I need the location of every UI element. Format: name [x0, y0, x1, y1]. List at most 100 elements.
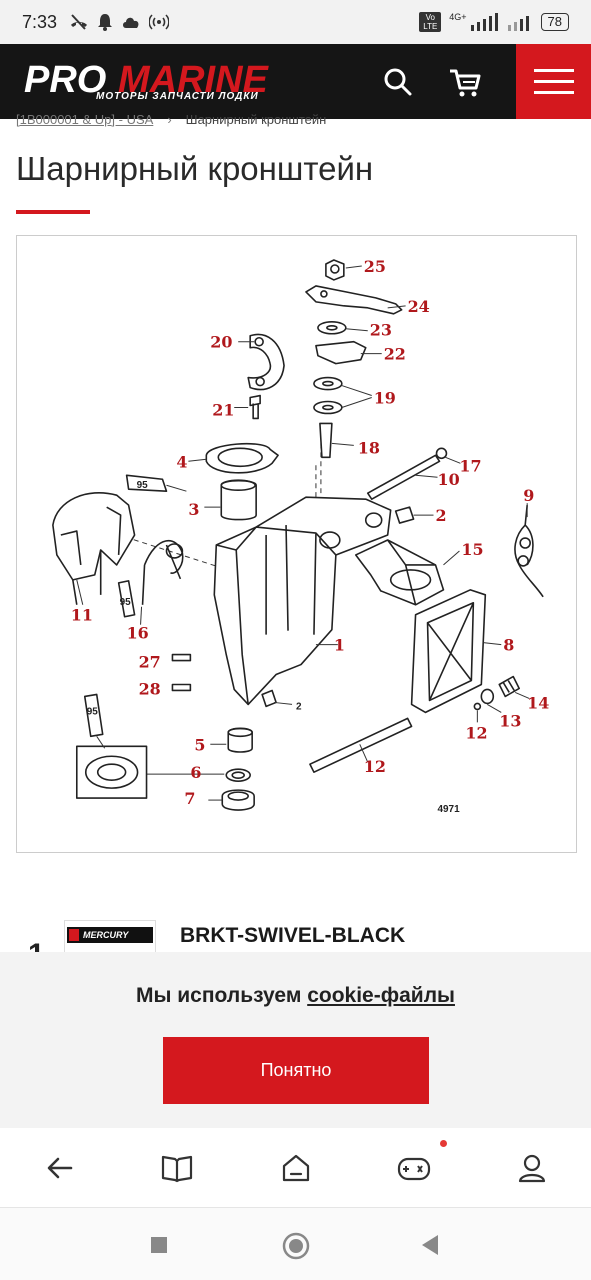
- callout-22: 21: [212, 400, 234, 419]
- cookie-link[interactable]: cookie-файлы: [307, 984, 455, 1007]
- part-26-nut: [325, 259, 345, 281]
- breadcrumb-parent[interactable]: [1B000001 & Up] - USA: [16, 112, 154, 127]
- grease-tube-lower: [83, 693, 104, 738]
- part-28-pin: [171, 683, 192, 692]
- signal-icon: [470, 13, 498, 31]
- recent-apps-icon[interactable]: [150, 1236, 168, 1254]
- home-icon: [282, 1154, 310, 1182]
- back-triangle-icon[interactable]: [420, 1234, 440, 1256]
- search-button[interactable]: [380, 64, 416, 100]
- callout-17: 16: [127, 624, 149, 643]
- callout-10: 10: [437, 470, 459, 489]
- callout-27: 27: [139, 653, 161, 672]
- part-17-spring: [141, 539, 184, 605]
- callout-7: 7: [184, 789, 195, 808]
- status-right: Vo LTE 4G+ 78: [419, 12, 569, 32]
- callout-24: 23: [370, 321, 392, 340]
- grease-tube-upper: [125, 474, 168, 492]
- gamepad-icon: [397, 1157, 431, 1181]
- part-21-bracket: [247, 333, 285, 391]
- part-1-swivel-bracket: [213, 496, 392, 706]
- callout-25: 24: [408, 297, 430, 316]
- book-icon: [161, 1155, 193, 1183]
- part-10-rod: [366, 454, 441, 500]
- bell-icon: [98, 14, 113, 31]
- callout-11: 11: [71, 606, 93, 625]
- callout-2: 2: [436, 506, 447, 525]
- parts-diagram-svg: .p { fill: none; stroke: #222; stroke-wi…: [52, 257, 549, 815]
- search-icon: [384, 68, 412, 96]
- cloud-icon: [123, 17, 139, 28]
- logo-tagline: МОТОРЫ ЗАПЧАСТИ ЛОДКИ: [96, 91, 259, 102]
- system-nav-bar: [0, 1208, 591, 1280]
- promarine-logo[interactable]: PRO MARINE: [24, 56, 304, 111]
- back-button[interactable]: [40, 1148, 80, 1188]
- network-type: 4G+: [449, 12, 467, 22]
- part-6-washer: [225, 768, 251, 782]
- status-time: 7:33: [22, 11, 58, 32]
- mercury-logo-mark: [69, 929, 79, 941]
- title-underline: [16, 210, 90, 214]
- home-circle-icon[interactable]: [282, 1232, 310, 1260]
- cookie-banner: Мы используем cookie-файлы Понятно: [0, 952, 591, 1128]
- menu-button[interactable]: [516, 44, 591, 119]
- home-button[interactable]: [276, 1148, 316, 1188]
- callout-26: 25: [364, 257, 386, 276]
- product-name[interactable]: BRKT-SWIVEL-BLACK: [180, 924, 406, 947]
- callout-15: 14: [527, 693, 549, 712]
- part-11-clamp-assembly: [52, 492, 136, 581]
- menu-icon-line: [533, 91, 574, 94]
- site-header: PRO MARINE МОТОРЫ ЗАПЧАСТИ ЛОДКИ: [0, 44, 591, 119]
- hotspot-icon: [149, 14, 170, 30]
- status-notification-icons: [69, 13, 170, 31]
- page-title: Шарнирный кронштейн: [16, 150, 374, 187]
- tube-label-upper: 95: [137, 480, 149, 491]
- battery-indicator: 78: [540, 13, 569, 31]
- part-20-washer: [313, 376, 343, 391]
- mercury-logo: MERCURY: [67, 927, 153, 943]
- games-button[interactable]: [394, 1148, 434, 1188]
- callout-13: 12: [465, 723, 487, 742]
- part-14-washer: [480, 688, 495, 705]
- callout-16: 15: [461, 540, 483, 559]
- callout-5: 5: [194, 735, 205, 754]
- part-20-washer-b: [313, 400, 343, 415]
- missed-call-icon: [71, 14, 88, 30]
- notification-dot: [440, 1140, 447, 1147]
- callout-4: 4: [176, 452, 187, 471]
- callout-14: 13: [499, 711, 521, 730]
- part-23-plate: [315, 340, 367, 365]
- part-25-lever: [305, 285, 403, 315]
- callout-28: 28: [139, 679, 161, 698]
- menu-icon-line: [533, 80, 574, 83]
- browser-bottom-nav: [0, 1128, 591, 1208]
- cart-icon: [450, 69, 481, 97]
- callout-1: 1: [334, 636, 345, 655]
- cookie-text: Мы используем cookie-файлы: [0, 984, 591, 1008]
- callout-19: 18: [358, 438, 380, 457]
- part-16-clamp: [354, 539, 445, 606]
- tube-label-lower: 95: [87, 706, 99, 717]
- part-13-clip: [473, 702, 482, 711]
- part-22-bolt: [249, 394, 261, 420]
- callout-9: 8: [503, 636, 514, 655]
- cookie-text-main: Мы используем: [136, 984, 308, 1007]
- cart-button[interactable]: [446, 64, 484, 100]
- callout-18: 17: [459, 456, 481, 475]
- bookmarks-button[interactable]: [157, 1148, 197, 1188]
- part-5-bushing: [227, 727, 253, 753]
- part-27-pin: [171, 653, 192, 662]
- breadcrumb-current: Шарнирный кронштейн: [185, 112, 327, 127]
- callout-23: 22: [384, 345, 406, 364]
- tube-label-mid: 95: [120, 597, 132, 608]
- part-2-fitting-lower: [261, 689, 277, 708]
- profile-button[interactable]: [512, 1148, 552, 1188]
- logo-pro: PRO: [24, 59, 106, 101]
- logo-marine: MARINE: [118, 59, 270, 101]
- callout-2-small: 2: [296, 701, 302, 712]
- parts-diagram[interactable]: .p { fill: none; stroke: #222; stroke-wi…: [16, 235, 577, 853]
- callout-3: 3: [188, 500, 199, 519]
- part-12-tube: [309, 717, 413, 773]
- cookie-accept-button[interactable]: Понятно: [163, 1037, 429, 1104]
- thumb-brand: MERCURY: [83, 930, 129, 940]
